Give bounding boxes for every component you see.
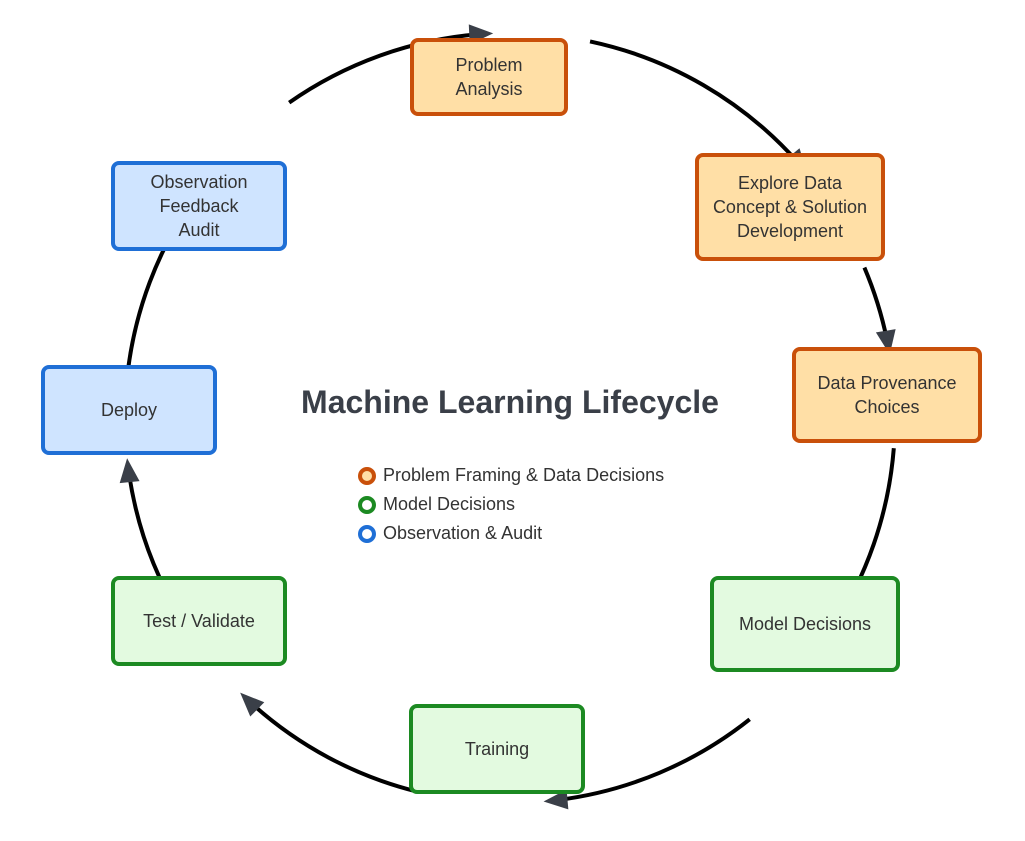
connector-training-to-test-validate <box>249 701 418 794</box>
node-label-line: Feedback <box>159 196 239 216</box>
legend-swatch-icon <box>358 495 376 514</box>
node-deploy: Deploy <box>41 365 217 455</box>
arrowhead-test-validate <box>240 692 265 717</box>
node-label-line: Development <box>736 221 844 241</box>
connector-problem-analysis-to-explore-data <box>589 39 799 164</box>
node-label-line: Training <box>464 739 530 759</box>
node-label-line: Test / Validate <box>143 611 255 631</box>
node-label-line: Concept & Solution <box>712 197 868 217</box>
diagram-title: Machine Learning Lifecycle <box>301 384 719 420</box>
node-label-line: Choices <box>854 397 920 417</box>
node-label-line: Model Decisions <box>738 614 872 634</box>
arrowhead-deploy <box>119 458 140 484</box>
legend-label: Problem Framing & Data Decisions <box>383 465 665 485</box>
node-label-line: Problem <box>455 55 523 75</box>
node-label-line: Audit <box>178 220 220 240</box>
connector-explore-data-to-data-provenance <box>862 266 889 341</box>
node-training: Training <box>409 704 585 794</box>
connector-model-decisions-to-training <box>558 717 751 802</box>
legend-item-orange: Problem Framing & Data Decisions <box>358 461 664 490</box>
connector-observation-feedback-audit-to-problem-analysis <box>288 32 479 105</box>
legend-item-blue: Observation & Audit <box>358 519 664 548</box>
legend-item-green: Model Decisions <box>358 490 664 519</box>
legend-label: Model Decisions <box>383 494 516 514</box>
arrowhead-training <box>543 789 569 810</box>
node-model-decisions: Model Decisions <box>710 576 900 672</box>
node-test-validate: Test / Validate <box>111 576 287 666</box>
node-label-line: Data Provenance <box>817 373 957 393</box>
node-label-line: Observation <box>150 172 248 192</box>
legend-label: Observation & Audit <box>383 523 543 543</box>
node-label-line: Explore Data <box>737 173 843 193</box>
node-label-line: Analysis <box>455 79 523 99</box>
node-label-line: Deploy <box>100 400 158 420</box>
legend-swatch-icon <box>358 466 376 485</box>
legend-swatch-icon <box>358 524 376 543</box>
